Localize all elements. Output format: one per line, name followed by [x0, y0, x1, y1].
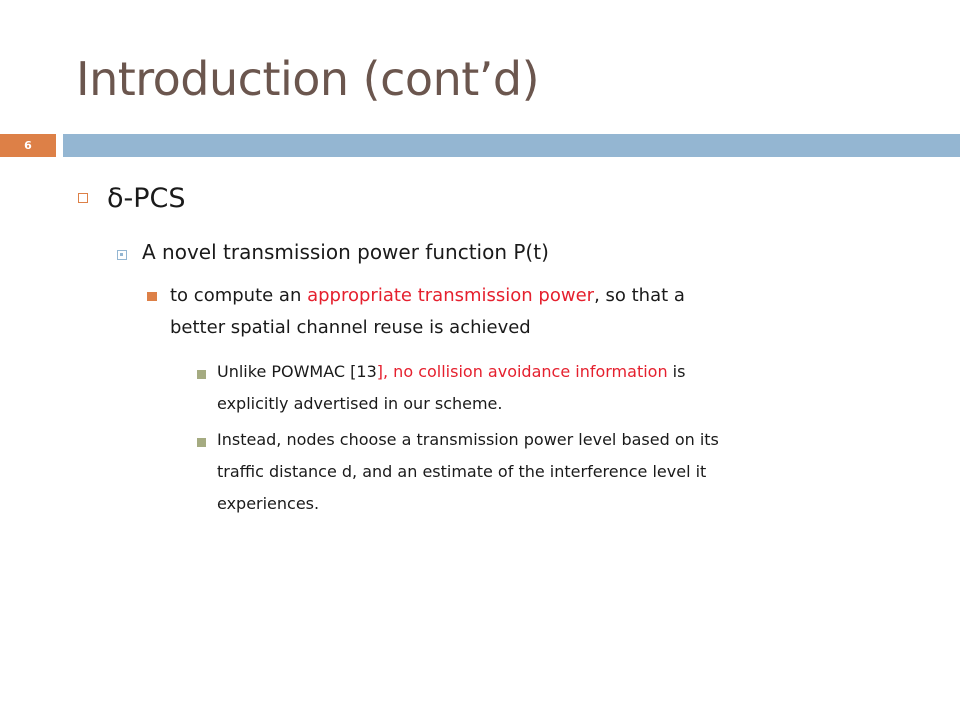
bullet-level3-text-b: , so that a: [594, 285, 685, 306]
bullet-level4-icon-1: [197, 370, 206, 379]
bullet-level1-icon: [78, 193, 88, 203]
slide-title: Introduction (cont’d): [76, 52, 540, 106]
bullet-level3-text-a: to compute an: [170, 285, 308, 306]
bullet-level4-item1-text-b: is: [667, 362, 686, 381]
bullet-level4-item1-highlight: ], no collision avoidance information: [376, 362, 668, 381]
bullet-level3-icon: [147, 292, 157, 301]
slide-number: 6: [24, 139, 32, 152]
bullet-level3-highlight: appropriate transmission power: [307, 285, 595, 306]
bullet-level4-item1-line1: Unlike POWMAC [13], no collision avoidan…: [217, 362, 685, 381]
bullet-level2-text: A novel transmission power function P(t): [142, 240, 549, 264]
bullet-level2-icon: [117, 250, 127, 260]
bullet-level3-line1: to compute an appropriate transmission p…: [170, 285, 685, 306]
bullet-level4-item2-line1: Instead, nodes choose a transmission pow…: [217, 430, 719, 449]
bullet-level4-item1-line2: explicitly advertised in our scheme.: [217, 394, 503, 413]
bullet-level1-text: δ-PCS: [107, 183, 186, 214]
bullet-level3-line2: better spatial channel reuse is achieved: [170, 317, 531, 338]
bullet-level4-icon-2: [197, 438, 206, 447]
bullet-level4-item2-line2: traffic distance d, and an estimate of t…: [217, 462, 707, 481]
bullet-level4-item2-line3: experiences.: [217, 494, 320, 513]
header-bar: [63, 134, 960, 157]
slide-number-badge: 6: [0, 134, 56, 157]
bullet-level4-item1-text-a: Unlike POWMAC [13: [217, 362, 377, 381]
